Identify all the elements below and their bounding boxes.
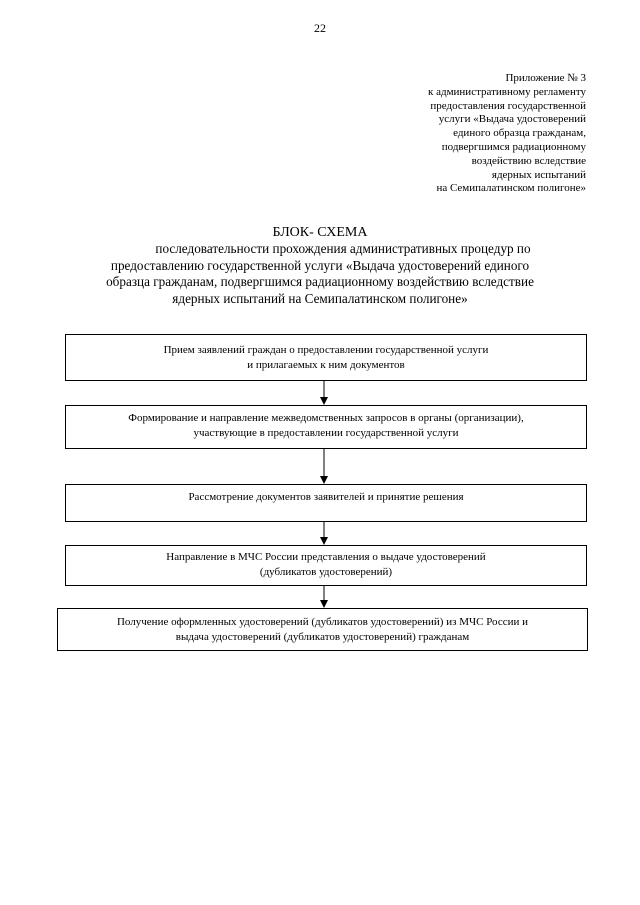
appendix-line: к административному регламенту	[428, 85, 586, 98]
flow-step-box: Рассмотрение документов заявителей и при…	[65, 484, 587, 522]
appendix-line: услуги «Выдача удостоверений	[438, 113, 586, 126]
page-number: 22	[314, 21, 326, 35]
flow-arrow	[320, 586, 328, 608]
appendix-line: на Семипалатинском полигоне»	[436, 182, 586, 195]
flow-step-text: Рассмотрение документов заявителей и при…	[188, 491, 464, 503]
flow-arrow	[320, 449, 328, 484]
subtitle-line: образца гражданам, подвергшимся радиацио…	[106, 274, 534, 290]
scheme-subtitle: последовательности прохождения администр…	[60, 241, 580, 307]
flow-step-text: Прием заявлений граждан о предоставлении…	[163, 344, 489, 356]
appendix-line: ядерных испытаний	[491, 168, 586, 181]
subtitle-line: предоставлению государственной услуги «В…	[110, 257, 530, 273]
appendix-line: предоставления государственной	[430, 99, 586, 112]
flow-arrow	[320, 522, 328, 545]
flow-step-text: (дубликатов удостоверений)	[259, 565, 393, 578]
flow-step-box: Направление в МЧС России представления о…	[65, 545, 587, 586]
flow-step-text: Формирование и направление межведомствен…	[128, 412, 524, 424]
flow-step-box: Прием заявлений граждан о предоставлении…	[65, 334, 587, 381]
appendix-line: воздействию вследствие	[471, 154, 586, 167]
subtitle-line: ядерных испытаний на Семипалатинском пол…	[172, 290, 468, 306]
flow-step-text: участвующие в предоставлении государстве…	[193, 426, 459, 439]
subtitle-line: последовательности прохождения администр…	[155, 241, 531, 256]
flow-step-box: Формирование и направление межведомствен…	[65, 405, 587, 449]
flow-step-text: Получение оформленных удостоверений (дуб…	[116, 616, 529, 628]
flow-step-text: выдача удостоверений (дубликатов удостов…	[175, 630, 470, 643]
appendix-line: Приложение № 3	[505, 72, 586, 84]
appendix-line: единого образца гражданам,	[453, 127, 586, 140]
flow-step-text: и прилагаемых к ним документов	[247, 358, 405, 371]
flow-step-box: Получение оформленных удостоверений (дуб…	[57, 608, 588, 651]
appendix-header: Приложение № 3 к административному регла…	[350, 72, 586, 196]
flow-step-text: Направление в МЧС России представления о…	[166, 551, 486, 563]
scheme-title: БЛОК- СХЕМА	[272, 225, 368, 240]
flow-arrow	[320, 381, 328, 405]
appendix-line: подвергшимся радиационному	[441, 140, 586, 153]
